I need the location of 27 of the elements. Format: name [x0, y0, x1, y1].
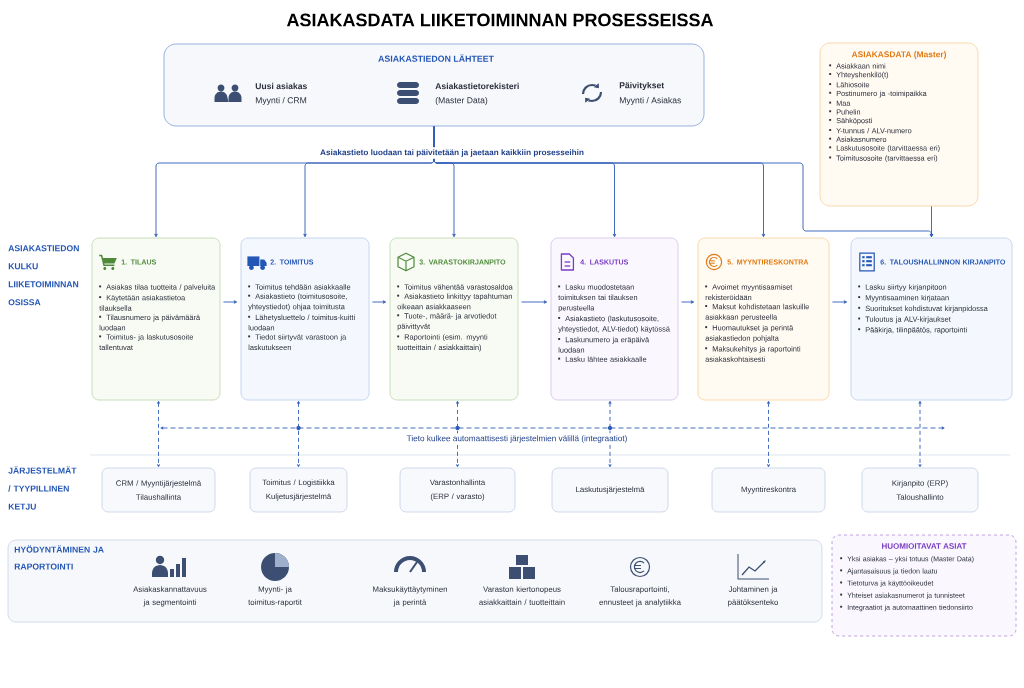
arrow: [520, 300, 548, 304]
arrow: [929, 205, 934, 238]
arrow: [157, 400, 160, 468]
item-text: Myynti / CRM: [255, 97, 307, 105]
box-title: HYÖDYNTÄMINEN JA RAPORTOINTI: [14, 545, 104, 570]
box-title: ASIAKASDATA (Master): [851, 51, 947, 59]
title: ASIAKASDATA LIIKETOIMINNAN PROSESSEISSA: [286, 13, 714, 27]
arrow: [222, 300, 238, 304]
arrow: [831, 300, 848, 304]
arrow: [297, 400, 300, 468]
box-title: HUOMIOITAVAT ASIAT: [882, 543, 967, 549]
item-title: Asiakastietorekisteri: [435, 82, 519, 90]
side-heading: ASIAKASTIEDON KULKU LIIKETOIMINNAN OSISSA: [8, 245, 79, 306]
arrow: [680, 300, 695, 304]
note-text: Tieto kulkee automaattisesti järjestelmien välillä (integraatiot): [404, 433, 630, 445]
arrow: [608, 400, 612, 468]
box-title: ASIAKASTIEDON LÄHTEET: [378, 54, 494, 62]
arrow: [371, 300, 387, 304]
item-text: (Master Data): [435, 97, 488, 105]
arrow: [456, 400, 459, 468]
item-title: Päivitykset: [619, 82, 665, 90]
arrow: [918, 400, 922, 468]
edge-label: Asiakastieto luodaan tai päivitetään ja jaetaan kaikkiin prosesseihin: [318, 147, 586, 159]
arrow: [767, 400, 771, 468]
side-heading: JÄRJESTELMÄT / TYYPILLINEN KETJU: [8, 466, 77, 510]
item-text: Myynti / Asiakas: [619, 97, 681, 105]
item-title: Uusi asiakas: [255, 82, 307, 90]
